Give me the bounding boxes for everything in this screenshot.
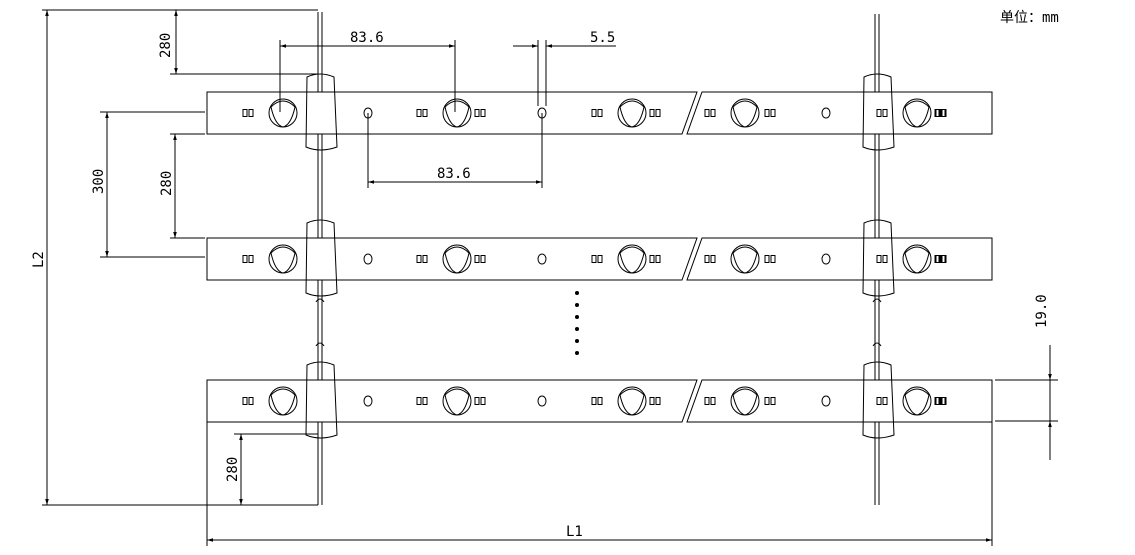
strip-pitch-label: 300 (91, 169, 107, 194)
cable-hook (315, 298, 325, 303)
cable-length-bottom-label: 280 (225, 457, 241, 482)
cable-hook (872, 298, 882, 303)
led-pitch-bottom-label: 83.6 (437, 166, 471, 182)
total-height-label: L2 (31, 251, 47, 268)
module-offset-top-label: 280 (158, 33, 174, 58)
dimension-module-offset-top: 280 (158, 10, 318, 75)
dimension-cable-length: 280 (159, 133, 205, 239)
dimension-led-pitch-top: 83.6 (279, 30, 456, 112)
dimension-cable-length-bottom: 280 (225, 433, 318, 505)
strip-row-2 (206, 219, 993, 297)
cable-hook (872, 342, 882, 347)
dimension-total-length: L1 (206, 421, 993, 546)
unit-label: 单位：mm (1000, 10, 1059, 26)
hole-width-label: 5.5 (590, 30, 615, 46)
continuation-dots (575, 291, 579, 355)
led-pitch-top-label: 83.6 (350, 30, 384, 46)
strip-row-1 (206, 73, 993, 151)
cable-hook (315, 342, 325, 347)
dimension-led-pitch-bottom: 83.6 (367, 113, 543, 188)
strip-row-3 (206, 361, 993, 439)
dimension-strip-width: 19.0 (995, 294, 1058, 460)
dimension-strip-pitch: 300 (91, 111, 205, 258)
strip-width-label: 19.0 (1034, 294, 1050, 328)
total-length-label: L1 (566, 524, 583, 540)
cable-length-label: 280 (159, 171, 175, 196)
dimension-hole-width: 5.5 (513, 30, 616, 106)
dimension-total-height: L2 (31, 9, 318, 506)
